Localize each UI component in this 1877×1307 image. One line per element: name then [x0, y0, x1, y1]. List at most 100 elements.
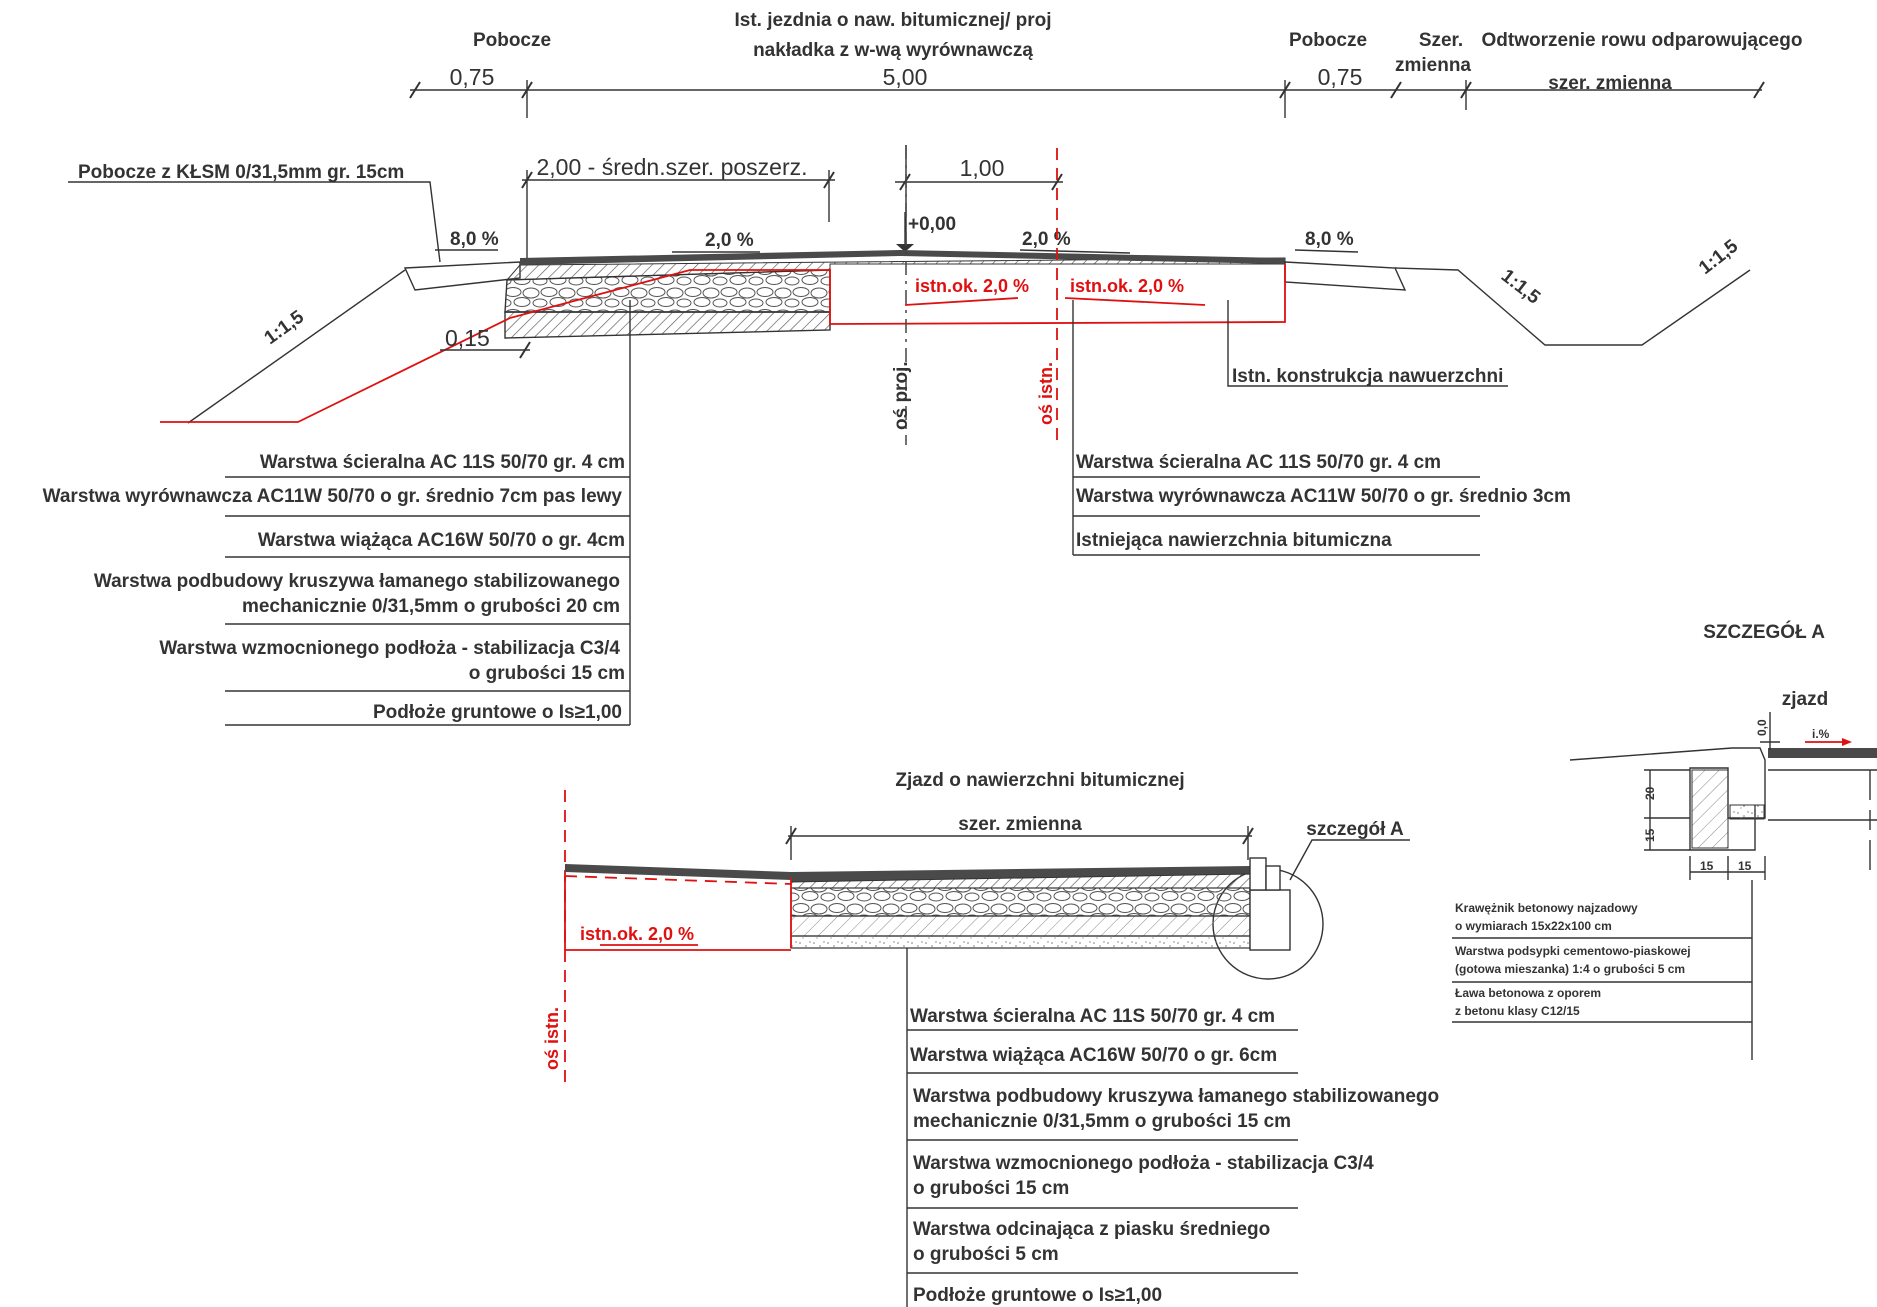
os-istn-label: oś istn. — [1036, 362, 1056, 425]
left-layer-6: Podłoże gruntowe o Is≥1,00 — [373, 702, 622, 723]
dim-015: 0,15 — [445, 325, 490, 351]
istn-konstrukcja: Istn. konstrukcja nawuerzchni — [1232, 366, 1503, 387]
wearing-course — [520, 250, 1285, 265]
zjazd-existing-red-top — [564, 875, 792, 885]
header-szer-line1: Szer. — [1419, 30, 1463, 51]
detail-a-note-1: Krawężnik betonowy najzadowy — [1455, 901, 1638, 915]
existing-ground-red — [160, 317, 511, 423]
slope-2-left: 2,0 % — [705, 230, 754, 251]
istn-ok-1-line — [904, 297, 1019, 306]
zjazd-stabilization — [790, 915, 1251, 937]
right-shoulder — [1284, 261, 1407, 291]
detail-a-note-2: o wymiarach 15x22x100 cm — [1455, 919, 1612, 933]
zjazd-base — [790, 887, 1251, 917]
zjazd-title: Zjazd o nawierzchni bitumicznej — [895, 770, 1184, 791]
top-dimension-line — [409, 80, 1765, 118]
stabilization-layer — [504, 311, 831, 339]
zjazd-dimension — [785, 826, 1254, 860]
zjazd-layer-6: Podłoże gruntowe o Is≥1,00 — [913, 1285, 1162, 1306]
zjazd-existing-red — [564, 876, 791, 951]
existing-structure-red — [509, 264, 1286, 325]
right-layer-2: Warstwa wyrównawcza AC11W 50/70 o gr. śr… — [1076, 486, 1571, 507]
dim-200: 2,00 - średn.szer. poszerz. — [536, 154, 807, 180]
detail-a-note-3: Warstwa podsypki cementowo-piaskowej — [1455, 944, 1691, 958]
zjazd-layer-1: Warstwa ścieralna AC 11S 50/70 gr. 4 cm — [910, 1006, 1275, 1027]
zjazd-layer-4b: o grubości 15 cm — [913, 1178, 1069, 1199]
header-jezdnia-line2: nakładka z w-wą wyrównawczą — [753, 40, 1033, 61]
slope-8-right-line — [1294, 249, 1359, 253]
zjazd-layer-2: Warstwa wiążąca AC16W 50/70 o gr. 6cm — [910, 1045, 1277, 1066]
istn-ok-2: istn.ok. 2,0 % — [1070, 276, 1184, 296]
slope-8-right: 8,0 % — [1305, 229, 1354, 250]
zjazd-istn-ok: istn.ok. 2,0 % — [580, 924, 694, 944]
left-layer-3: Warstwa wiążąca AC16W 50/70 o gr. 4cm — [258, 530, 625, 551]
slope-2-right: 2,0 % — [1022, 229, 1071, 250]
ditch-line — [1394, 267, 1751, 346]
zjazd-existing-asphalt — [565, 864, 791, 880]
left-layer-4a: Warstwa podbudowy kruszywa łamanego stab… — [94, 571, 620, 592]
level-000: +0,00 — [908, 214, 956, 235]
detail-a-dim-15-h1: 15 — [1700, 859, 1714, 873]
detail-a-slope-i: i.% — [1812, 727, 1830, 741]
pobocze-klsm-label: Pobocze z KŁSM 0/31,5mm gr. 15cm — [78, 162, 404, 183]
istn-ok-2-line — [1064, 297, 1206, 306]
detail-a-note-5: Ława betonowa z oporem — [1455, 986, 1601, 1000]
right-layer-3: Istniejąca nawierzchnia bitumiczna — [1076, 530, 1392, 551]
zjazd-curb — [1249, 857, 1291, 951]
dim-szer-zmienna-top: szer. zmienna — [1548, 73, 1672, 94]
zjazd-szczegol-a: szczegół A — [1306, 819, 1404, 840]
zjazd-layer-3a: Warstwa podbudowy kruszywa łamanego stab… — [913, 1086, 1439, 1107]
zjazd-layer-4a: Warstwa wzmocnionego podłoża - stabiliza… — [913, 1153, 1374, 1174]
detail-a-dim-20: 20 — [1643, 786, 1657, 800]
dim-200-line — [521, 170, 835, 260]
left-layer-1: Warstwa ścieralna AC 11S 50/70 gr. 4 cm — [260, 452, 625, 473]
detail-a-zjazd: zjazd — [1782, 689, 1828, 710]
zjazd-layers-legend: Warstwa ścieralna AC 11S 50/70 gr. 4 cm … — [907, 1006, 1439, 1306]
header-pobocze-left: Pobocze — [473, 30, 551, 51]
slope-11-5-ditch2: 1:1,5 — [1695, 235, 1742, 278]
left-embankment-line — [187, 269, 406, 424]
detail-a-dim-15-v: 15 — [1643, 828, 1657, 842]
zjazd-os-istn: oś istn. — [542, 1007, 562, 1070]
dim-075-right: 0,75 — [1318, 64, 1363, 90]
right-layer-1: Warstwa ścieralna AC 11S 50/70 gr. 4 cm — [1076, 452, 1441, 473]
dim-015-tick — [519, 341, 531, 359]
level-triangle-icon — [896, 244, 914, 252]
zjazd-sand — [790, 935, 1251, 949]
dim-075-left: 0,75 — [450, 64, 495, 90]
header-rowu: Odtworzenie rowu odparowującego — [1482, 30, 1803, 51]
os-proj-label: oś proj. — [891, 361, 912, 430]
zjazd-layer-5a: Warstwa odcinająca z piasku średniego — [913, 1219, 1270, 1240]
detail-a-note-6: z betonu klasy C12/15 — [1455, 1004, 1580, 1018]
header-pobocze-right: Pobocze — [1289, 30, 1367, 51]
left-layer-2: Warstwa wyrównawcza AC11W 50/70 o gr. śr… — [43, 486, 623, 507]
slope-11-5-ditch1: 1:1,5 — [1497, 265, 1544, 308]
detail-a-title: SZCZEGÓŁ A — [1703, 621, 1825, 643]
header-szer-line2: zmienna — [1395, 55, 1471, 76]
zjazd-wearing — [791, 866, 1250, 882]
left-layer-5b: o grubości 15 cm — [469, 663, 625, 684]
istn-konstrukcja-leader — [1227, 300, 1508, 387]
detail-a-dim-00: 0,0 — [1755, 719, 1769, 736]
slope-8-left: 8,0 % — [450, 229, 499, 250]
szczegol-a-leader — [1289, 839, 1410, 881]
left-shoulder-klsm — [403, 261, 521, 291]
dim-500: 5,00 — [883, 64, 928, 90]
left-layer-5a: Warstwa wzmocnionego podłoża - stabiliza… — [159, 638, 620, 659]
header-jezdnia-line1: Ist. jezdnia o naw. bitumicznej/ proj — [734, 10, 1051, 31]
right-layers-legend: Warstwa ścieralna AC 11S 50/70 gr. 4 cm … — [1073, 452, 1571, 556]
pobocze-klsm-leader — [68, 181, 441, 263]
dim-100: 1,00 — [960, 155, 1005, 181]
left-layers-legend: Warstwa ścieralna AC 11S 50/70 gr. 4 cm … — [43, 452, 630, 726]
detail-a-notes: Krawężnik betonowy najzadowy o wymiarach… — [1452, 901, 1752, 1023]
zjazd-dim-szer-zmienna: szer. zmienna — [958, 814, 1082, 835]
zjazd-layer-5b: o grubości 5 cm — [913, 1244, 1059, 1265]
detail-a-note-4: (gotowa mieszanka) 1:4 o grubości 5 cm — [1455, 962, 1685, 976]
detail-a-drawing — [1569, 712, 1877, 1060]
istn-ok-1: istn.ok. 2,0 % — [915, 276, 1029, 296]
detail-a-dim-15-h2: 15 — [1738, 859, 1752, 873]
slope-2-right-line — [1019, 249, 1131, 254]
zjazd-layer-3b: mechanicznie 0/31,5mm o grubości 15 cm — [913, 1111, 1291, 1132]
left-layer-4b: mechanicznie 0/31,5mm o grubości 20 cm — [242, 596, 620, 617]
